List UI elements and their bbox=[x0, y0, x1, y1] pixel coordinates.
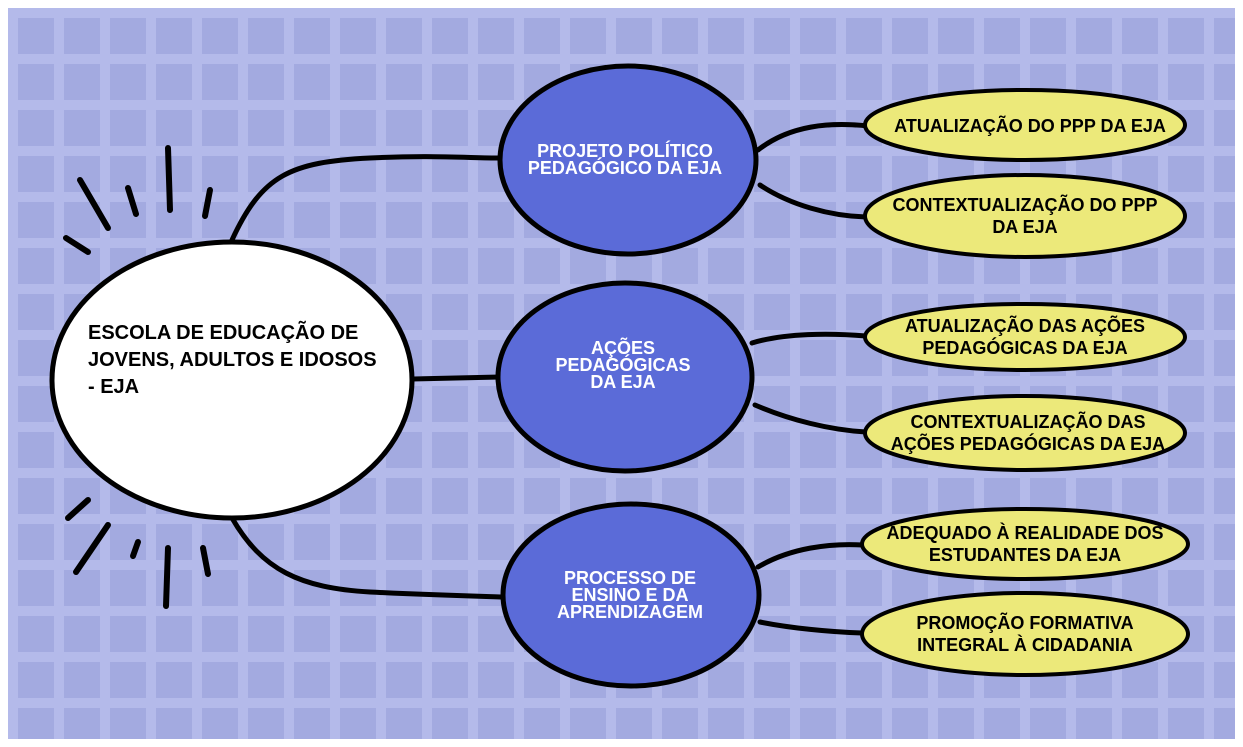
leaf-node-3-2 bbox=[860, 591, 1190, 677]
leaf-label-1-1: ATUALIZAÇÃO DO PPP DA EJA bbox=[880, 98, 1180, 154]
connectors bbox=[229, 122, 871, 636]
branch-node-3 bbox=[500, 501, 762, 689]
leaf-label-3-2-text: PROMOÇÃO FORMATIVA INTEGRAL À CIDADANIA bbox=[916, 613, 1134, 655]
leaf-label-2-1-text: ATUALIZAÇÃO DAS AÇÕES PEDAGÓGICAS DA EJA bbox=[905, 316, 1145, 358]
leaf-label-3-2: PROMOÇÃO FORMATIVA INTEGRAL À CIDADANIA bbox=[870, 606, 1180, 662]
connector-b1-leaf-1 bbox=[755, 122, 871, 153]
sun-rays bbox=[63, 145, 213, 609]
leaf-node-1-1 bbox=[863, 88, 1187, 162]
connector-b3-leaf-2 bbox=[757, 619, 865, 636]
branch-label-2: AÇÕES PEDAGÓGICAS DA EJA bbox=[528, 330, 718, 400]
leaf-label-3-1: ADEQUADO À REALIDADE DOS ESTUDANTES DA E… bbox=[870, 518, 1180, 570]
central-node bbox=[49, 239, 415, 521]
branch-label-3: PROCESSO DE ENSINO E DA APRENDIZAGEM bbox=[520, 560, 740, 630]
connector-central-to-branch-1 bbox=[229, 154, 503, 243]
connector-b1-leaf-2 bbox=[757, 182, 869, 220]
leaf-label-2-2: CONTEXTUALIZAÇÃO DAS AÇÕES PEDAGÓGICAS D… bbox=[878, 398, 1178, 468]
connector-central-to-branch-3 bbox=[229, 515, 506, 600]
leaf-node-3-1 bbox=[860, 507, 1190, 581]
leaf-label-3-1-text: ADEQUADO À REALIDADE DOS ESTUDANTES DA E… bbox=[886, 523, 1164, 565]
leaf-label-2-1: ATUALIZAÇÃO DAS AÇÕES PEDAGÓGICAS DA EJA bbox=[870, 311, 1180, 363]
leaf-label-2-2-text: CONTEXTUALIZAÇÃO DAS AÇÕES PEDAGÓGICAS D… bbox=[890, 412, 1166, 454]
central-label: ESCOLA DE EDUCAÇÃO DE JOVENS, ADULTOS E … bbox=[88, 310, 378, 410]
branch-label-1: PROJETO POLÍTICO PEDAGÓGICO DA EJA bbox=[520, 125, 730, 195]
leaf-node-2-1 bbox=[863, 302, 1187, 372]
connector-b2-leaf-2 bbox=[752, 402, 869, 435]
leaf-node-1-2 bbox=[863, 173, 1187, 259]
leaf-label-1-2: CONTEXTUALIZAÇÃO DO PPP DA EJA bbox=[880, 188, 1170, 244]
branch-label-1-text: PROJETO POLÍTICO PEDAGÓGICO DA EJA bbox=[527, 141, 723, 178]
central-label-text: ESCOLA DE EDUCAÇÃO DE JOVENS, ADULTOS E … bbox=[88, 321, 377, 398]
leaf-label-1-2-text: CONTEXTUALIZAÇÃO DO PPP DA EJA bbox=[892, 195, 1158, 237]
leaf-node-2-2 bbox=[863, 394, 1187, 472]
connector-central-to-branch-2 bbox=[409, 374, 503, 382]
branch-label-3-text: PROCESSO DE ENSINO E DA APRENDIZAGEM bbox=[556, 567, 703, 622]
connector-b2-leaf-1 bbox=[749, 331, 869, 346]
connector-b3-leaf-1 bbox=[755, 542, 866, 570]
leaf-label-1-1-text: ATUALIZAÇÃO DO PPP DA EJA bbox=[894, 116, 1166, 136]
branch-node-1 bbox=[497, 63, 759, 257]
branch-node-2 bbox=[495, 280, 755, 474]
branch-label-2-text: AÇÕES PEDAGÓGICAS DA EJA bbox=[555, 337, 691, 392]
